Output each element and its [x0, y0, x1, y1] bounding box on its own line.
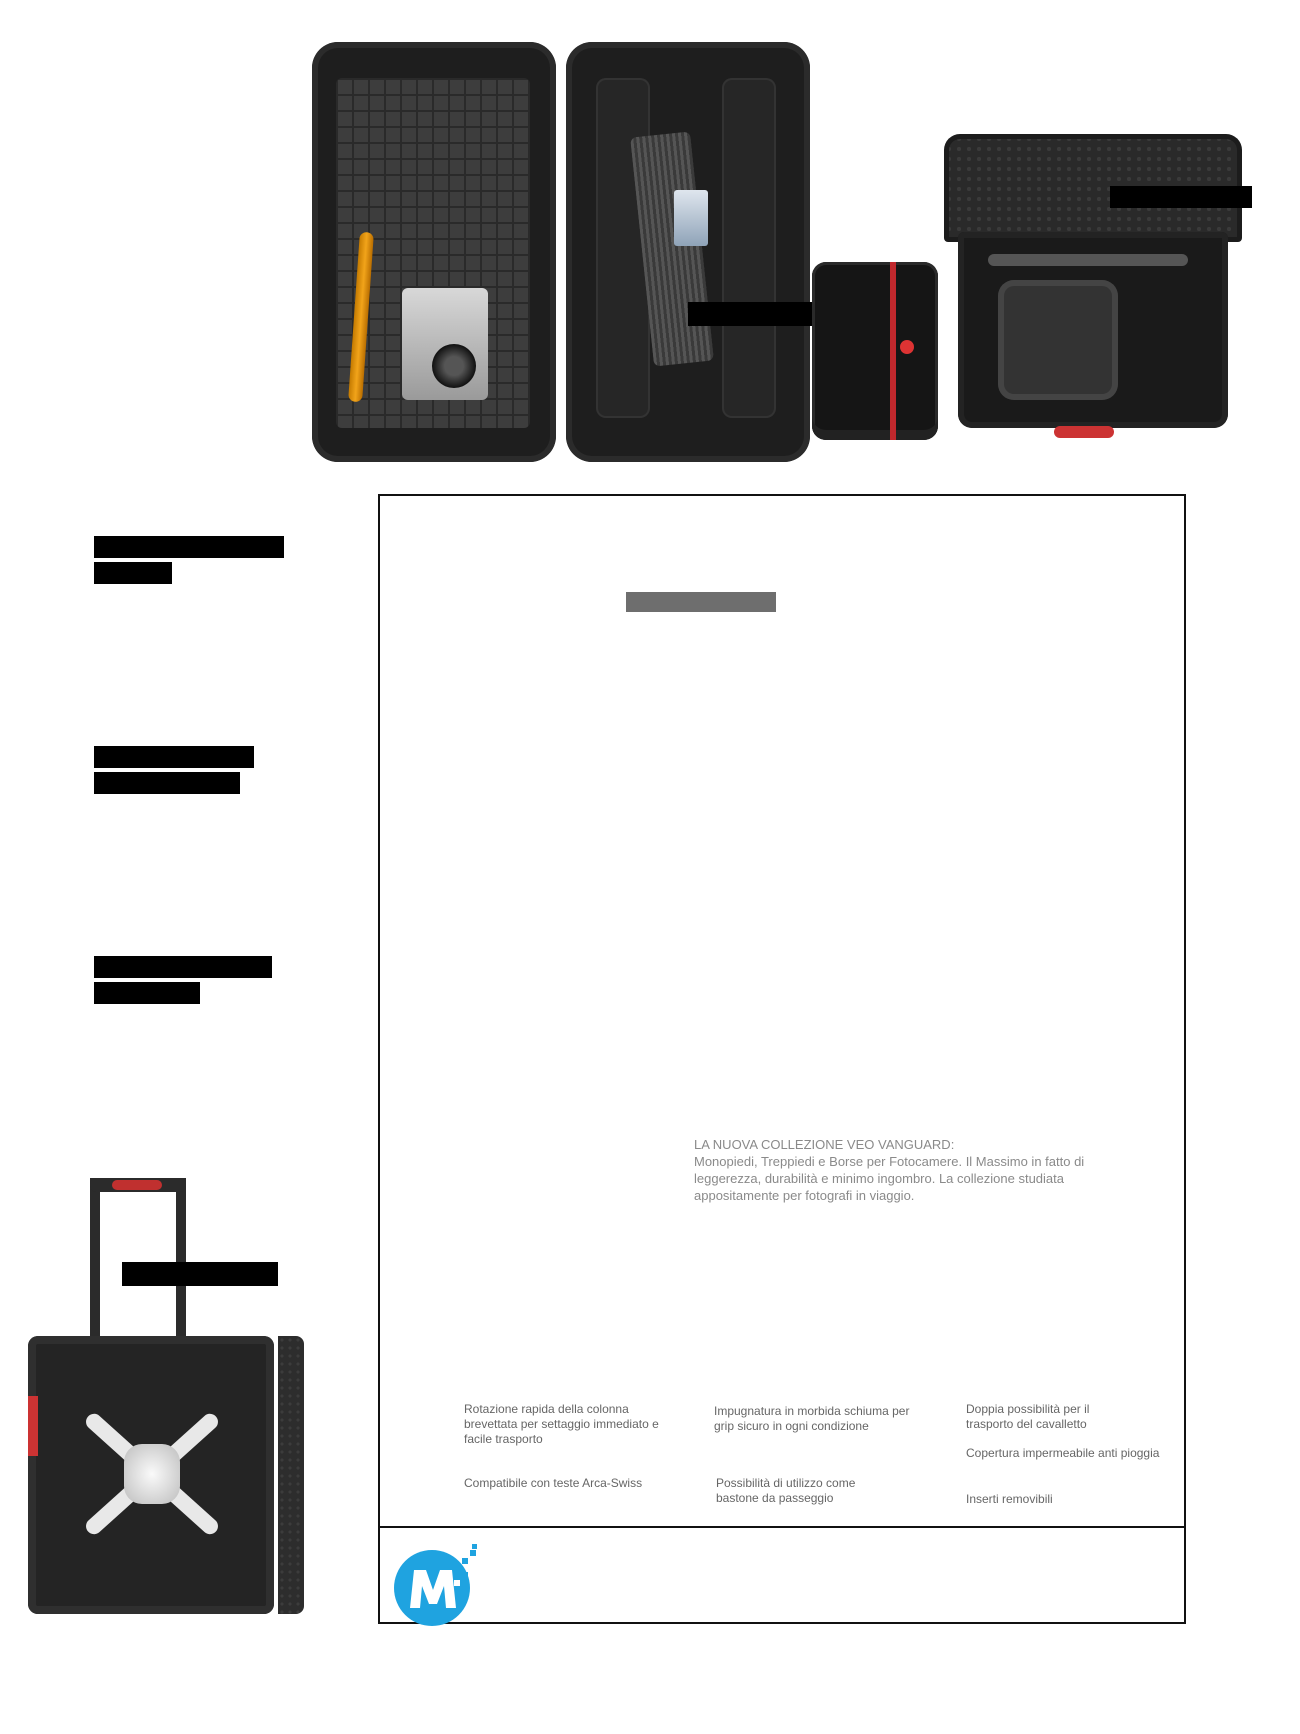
- promo-text: LA NUOVA COLLEZIONE VEO VANGUARD: Monopi…: [694, 1136, 1144, 1204]
- redacted-sidebar-text: [94, 562, 172, 584]
- strap-right: [722, 78, 776, 418]
- hard-case-body: [958, 232, 1228, 428]
- gray-title-bar: [626, 592, 776, 612]
- brand-badge-icon: [900, 340, 914, 354]
- redacted-label: [122, 1262, 278, 1286]
- content-frame: LA NUOVA COLLEZIONE VEO VANGUARD: Monopi…: [378, 494, 1186, 1626]
- trolley-handle: [90, 1178, 186, 1192]
- redacted-sidebar-text: [94, 772, 240, 794]
- red-case-handle: [1054, 426, 1114, 438]
- case-foam-half: [312, 42, 556, 462]
- case-strap-half: [566, 42, 810, 462]
- m-logo-svg: [394, 1544, 477, 1626]
- camera-lens: [432, 344, 476, 388]
- m-logo-icon: [392, 1542, 482, 1626]
- feature-item: Possibilità di utilizzo come bastone da …: [716, 1476, 856, 1505]
- gopro-case-photo: [312, 42, 810, 462]
- trolley-bar-left: [90, 1178, 100, 1338]
- feature-item: Rotazione rapida della colonna brevettat…: [464, 1402, 659, 1446]
- redacted-label: [1110, 186, 1252, 208]
- feature-item: Compatibile con teste Arca-Swiss: [464, 1476, 643, 1490]
- sd-card: [674, 190, 708, 246]
- redacted-sidebar-text: [94, 956, 272, 978]
- drone-trolley-case-photo: [20, 1178, 304, 1616]
- redacted-sidebar-text: [94, 536, 284, 558]
- trolley-case-body: [28, 1336, 274, 1614]
- gimbal-rod: [988, 254, 1188, 266]
- promo-body: Monopiedi, Treppiedi e Borse per Fotocam…: [694, 1154, 1085, 1203]
- promo-heading: LA NUOVA COLLEZIONE VEO VANGUARD:: [694, 1137, 955, 1152]
- feature-item: Doppia possibilità per il trasporto del …: [966, 1402, 1090, 1431]
- footer-divider: [380, 1526, 1184, 1528]
- feature-item: Copertura impermeabile anti pioggia: [966, 1446, 1160, 1460]
- trolley-case-lid: [278, 1336, 304, 1614]
- feature-item: Inserti removibili: [966, 1492, 1053, 1506]
- redacted-sidebar-text: [94, 746, 254, 768]
- red-zipper-line: [890, 262, 896, 440]
- feature-item: Impugnatura in morbida schiuma per grip …: [714, 1404, 910, 1433]
- drone-body: [124, 1444, 180, 1504]
- action-camera: [402, 288, 488, 400]
- small-leica-case-photo: [812, 262, 938, 440]
- trolley-bar-right: [176, 1178, 186, 1338]
- gimbal-unit: [998, 280, 1118, 400]
- foam-insert: [336, 78, 530, 428]
- hard-case-gimbal-photo: [944, 134, 1242, 442]
- red-side-latch: [28, 1396, 38, 1456]
- redacted-sidebar-text: [94, 982, 200, 1004]
